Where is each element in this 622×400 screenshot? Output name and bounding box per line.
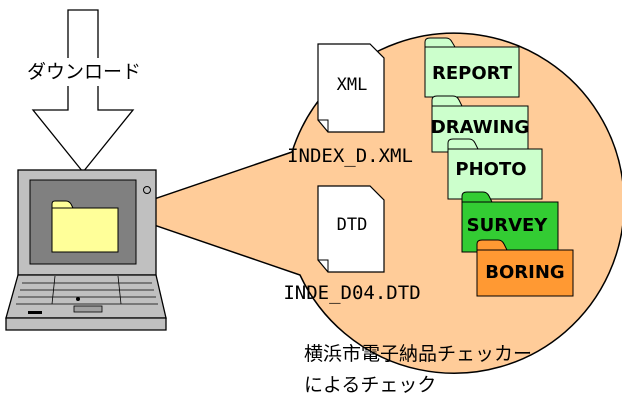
folder-drawing-label: DRAWING [431, 117, 529, 138]
laptop-port [28, 311, 42, 314]
folder-report-icon [424, 46, 520, 98]
folder-survey-label: SURVEY [467, 215, 549, 236]
folder-photo: PHOTO [447, 138, 543, 200]
laptop-camera-icon [143, 186, 151, 194]
laptop-front-edge [5, 317, 167, 331]
folder-report-label: REPORT [432, 63, 513, 84]
checker-caption-line1: 横浜市電子納品チェッカー [304, 343, 532, 365]
laptop-folder-icon [51, 200, 119, 253]
xml-file: XML INDEX_D.XML [287, 43, 413, 167]
folder-photo-icon [447, 148, 543, 200]
folder-drawing: DRAWING [431, 95, 529, 153]
xml-file-icon-text: XML [337, 75, 368, 95]
laptop [5, 169, 167, 331]
trackpad-button [73, 305, 103, 313]
dtd-file-name: INDE_D04.DTD [283, 282, 420, 304]
dtd-file-icon-text: DTD [337, 215, 368, 235]
dtd-file: DTD INDE_D04.DTD [283, 185, 421, 304]
xml-file-name: INDEX_D.XML [287, 145, 413, 167]
checker-caption-line2: によるチェック [304, 374, 436, 396]
download-arrow: ダウンロード [27, 9, 141, 174]
folder-report: REPORT [424, 37, 520, 98]
download-arrow-shape [31, 9, 135, 174]
folder-boring-icon [476, 249, 574, 297]
folder-boring-label: BORING [485, 262, 564, 283]
folder-photo-label: PHOTO [455, 159, 526, 180]
download-label-bg [36, 58, 132, 86]
laptop-keyboard [16, 275, 158, 305]
download-label: ダウンロード [27, 61, 141, 83]
folder-boring: BORING [476, 239, 574, 297]
trackpad-dot-icon [76, 297, 80, 301]
